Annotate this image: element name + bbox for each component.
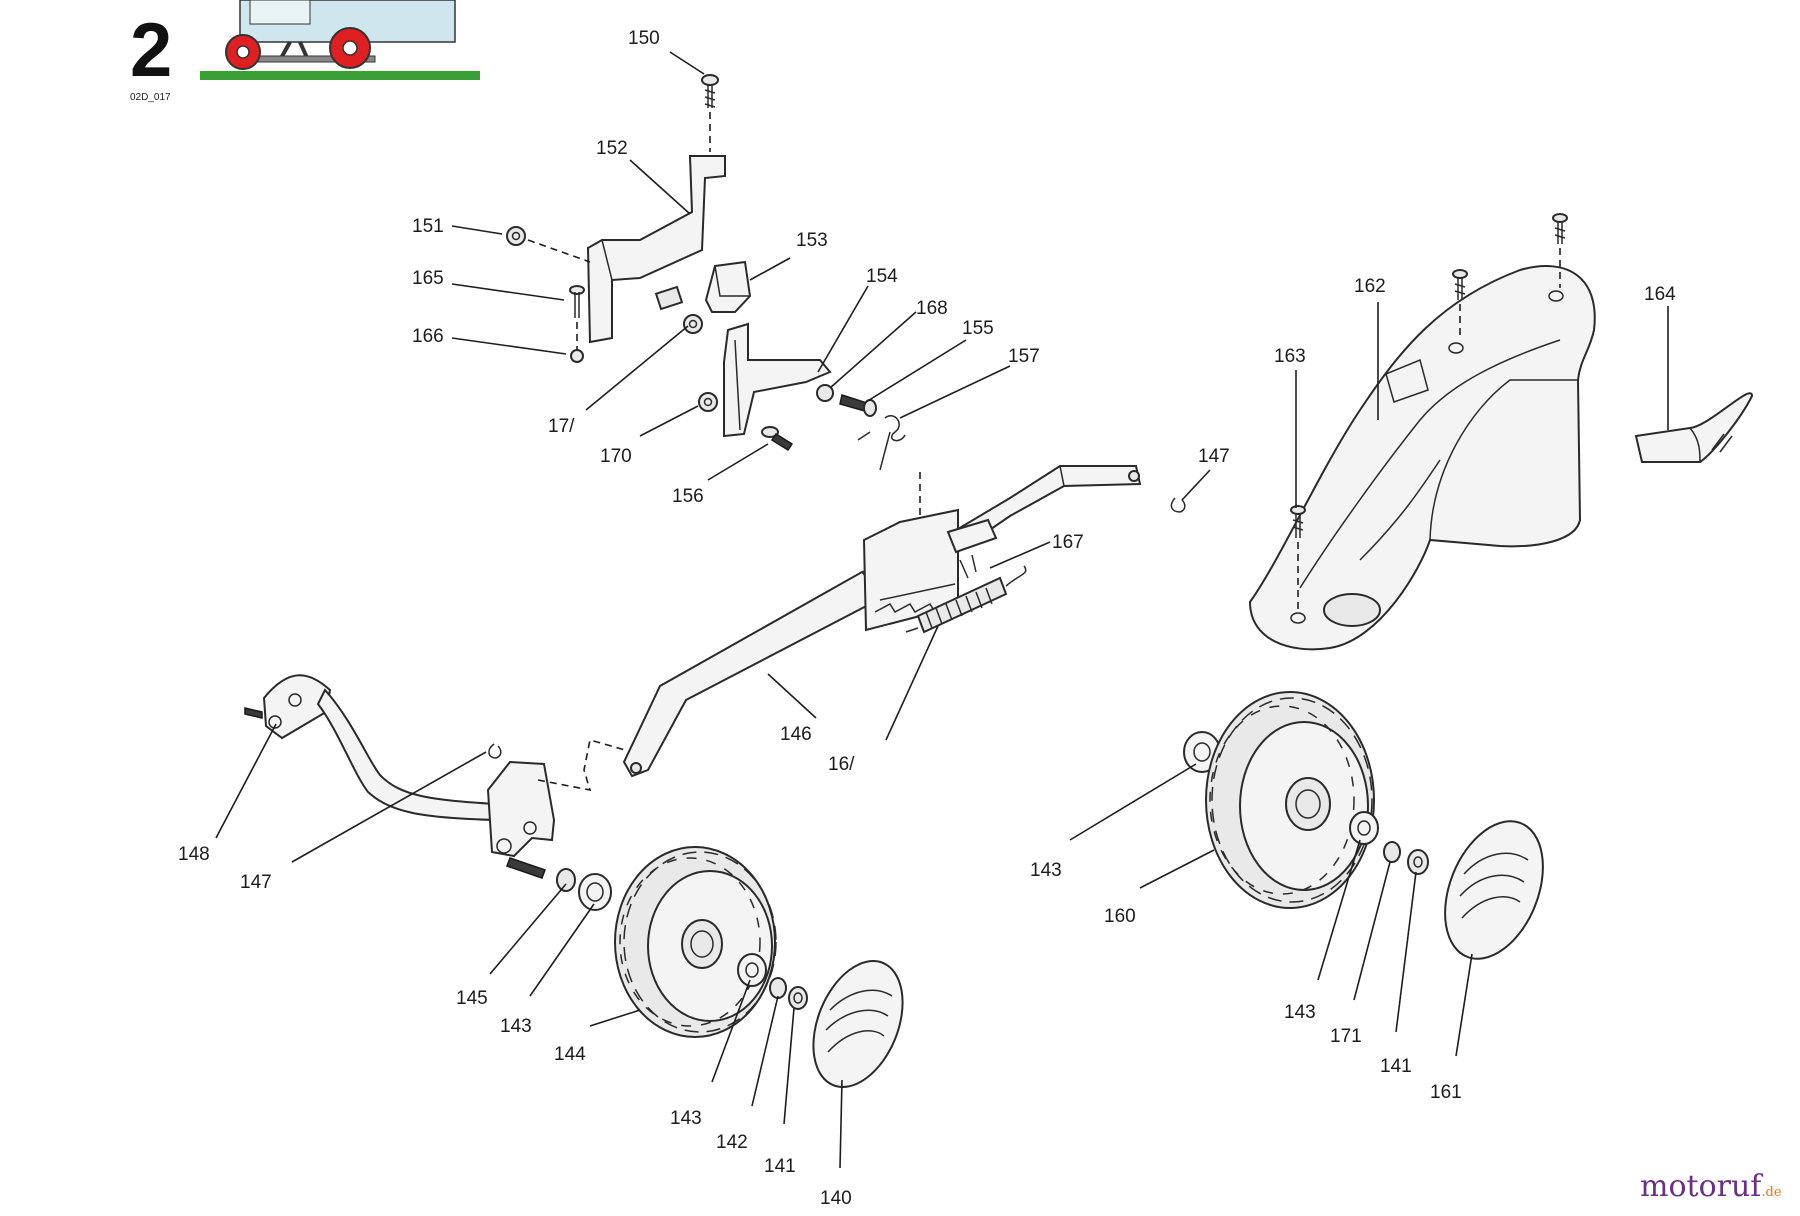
washer-171: [1383, 841, 1401, 863]
spring-157: [857, 415, 906, 471]
left-wheel-144: [614, 846, 777, 1038]
axle-rod: [316, 688, 497, 822]
part-label: 153: [796, 230, 828, 251]
pin-155: [839, 394, 877, 417]
part-label: 154: [866, 266, 898, 287]
part-label: 141: [764, 1156, 796, 1177]
part-label: 160: [1104, 906, 1136, 927]
part-label: 171: [1330, 1026, 1362, 1047]
nut-170: [698, 392, 718, 412]
part-label: 143: [670, 1108, 702, 1129]
bushing-143-b: [737, 953, 767, 987]
diagram-code: 02D_017: [130, 92, 171, 103]
clip-147-right: [1170, 497, 1186, 513]
part-label: 145: [456, 988, 488, 1009]
part-label: 150: [628, 28, 660, 49]
part-label: 148: [178, 844, 210, 865]
part-label: 168: [916, 298, 948, 319]
part-label: 16/: [828, 754, 855, 775]
part-label: 165: [412, 268, 444, 289]
part-label: 167: [1052, 532, 1084, 553]
washer-142: [769, 977, 787, 999]
nut-151: [506, 226, 526, 246]
washer-145: [556, 868, 576, 892]
part-label: 143: [500, 1016, 532, 1037]
part-label: 144: [554, 1044, 586, 1065]
part-label: 141: [1380, 1056, 1412, 1077]
part-label: 161: [1430, 1082, 1462, 1103]
screw-162: [1452, 269, 1468, 300]
part-label: 143: [1284, 1002, 1316, 1023]
part-label: 151: [412, 216, 444, 237]
spring-16: [905, 565, 1027, 634]
part-label: 17/: [548, 416, 575, 437]
part-label: 163: [1274, 346, 1306, 367]
part-label: 147: [240, 872, 272, 893]
part-label: 147: [1198, 446, 1230, 467]
washer-168: [816, 384, 834, 402]
hubcap-140: [812, 959, 904, 1089]
motoruf-logo: motoruf.de: [1640, 1169, 1782, 1204]
washer-17: [683, 314, 703, 334]
screw-163: [1290, 505, 1306, 538]
handle-grip-153: [704, 260, 752, 313]
bolt-165: [569, 285, 585, 318]
bolt-156: [761, 426, 794, 452]
cover-strip-164: [1634, 392, 1754, 463]
part-label: 155: [962, 318, 994, 339]
screw-150: [701, 74, 719, 108]
part-label: 146: [780, 724, 812, 745]
rear-housing-162: [1248, 265, 1596, 651]
brand-suffix: .de: [1761, 1185, 1781, 1200]
right-wheel-160: [1205, 691, 1375, 909]
part-label: 162: [1354, 276, 1386, 297]
nut-141-left: [788, 986, 808, 1010]
svg-text:motoruf.de: motoruf.de: [1640, 1169, 1782, 1204]
screw-164-top: [1552, 213, 1568, 244]
height-adjust-bracket: [586, 155, 726, 344]
clip-147-left: [488, 743, 502, 759]
part-label: 152: [596, 138, 628, 159]
nut-166: [570, 349, 584, 363]
axle-plate: [486, 760, 556, 879]
part-label: 156: [672, 486, 704, 507]
part-label: 142: [716, 1132, 748, 1153]
section-number: 2: [130, 8, 172, 93]
axle-bracket-148: [244, 674, 332, 740]
bushing-143-a: [578, 873, 612, 911]
part-label: 164: [1644, 284, 1676, 305]
nut-141-right: [1407, 849, 1429, 875]
mower-icon: [200, 0, 480, 80]
hubcap-161: [1444, 820, 1544, 960]
lever-plate-154: [723, 322, 832, 438]
part-label: 166: [412, 326, 444, 347]
part-label: 143: [1030, 860, 1062, 881]
part-label: 170: [600, 446, 632, 467]
bracket-167: [946, 518, 998, 579]
bushing-143-d: [1349, 811, 1379, 845]
part-label: 157: [1008, 346, 1040, 367]
part-label: 140: [820, 1188, 852, 1209]
brand-name: motoruf: [1640, 1169, 1763, 1204]
